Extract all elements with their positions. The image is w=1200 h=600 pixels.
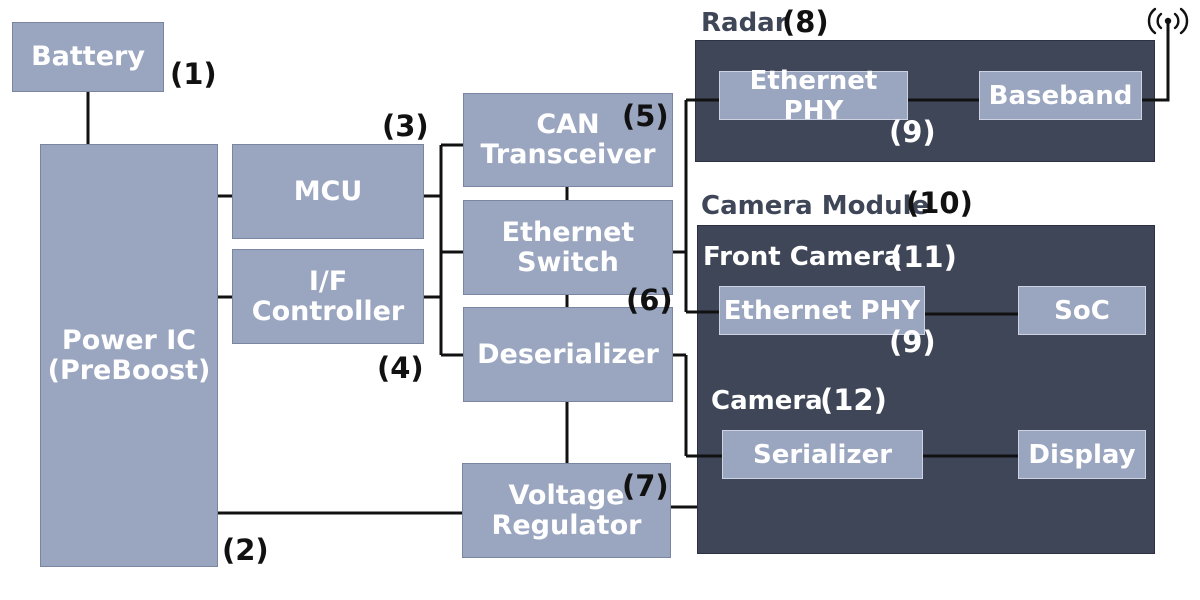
ref-number-9-camera: (9): [889, 325, 936, 359]
if-controller-block: I/F Controller: [232, 249, 424, 344]
can-transceiver-block: CAN Transceiver: [463, 93, 673, 187]
ref-number-5: (5): [622, 99, 669, 133]
voltage-regulator-block: Voltage Regulator: [462, 463, 671, 558]
mcu-block: MCU: [232, 144, 424, 239]
radar-ethernet-phy-block: Ethernet PHY: [719, 66, 908, 126]
soc-block: SoC: [1018, 286, 1146, 335]
battery-block: Battery: [12, 22, 164, 92]
camera-module-title: Camera Module: [701, 191, 930, 221]
antenna-icon: [1140, 4, 1196, 38]
ref-number-3: (3): [382, 109, 429, 143]
deserializer-block: Deserializer: [463, 307, 673, 402]
camera-title: Camera: [711, 386, 823, 416]
display-block: Display: [1018, 430, 1146, 479]
baseband-block: Baseband: [979, 71, 1142, 120]
ethernet-switch-block: Ethernet Switch: [463, 200, 673, 295]
camera-ethernet-phy-block: Ethernet PHY: [719, 286, 925, 335]
ref-number-4: (4): [377, 351, 424, 385]
power-ic-block: Power IC (PreBoost): [40, 144, 218, 567]
ref-number-2: (2): [222, 533, 269, 567]
ref-number-9-radar: (9): [889, 115, 936, 149]
front-camera-title: Front Camera: [703, 242, 902, 272]
ref-number-10: (10): [906, 186, 973, 220]
radar-title: Radar: [701, 8, 788, 38]
ref-number-12: (12): [820, 383, 887, 417]
camera-module-panel: [697, 225, 1155, 554]
ref-number-6: (6): [626, 283, 673, 317]
ref-number-1: (1): [170, 57, 217, 91]
ref-number-7: (7): [622, 469, 669, 503]
serializer-block: Serializer: [722, 430, 923, 479]
ref-number-8: (8): [782, 5, 829, 39]
ref-number-11: (11): [890, 240, 957, 274]
